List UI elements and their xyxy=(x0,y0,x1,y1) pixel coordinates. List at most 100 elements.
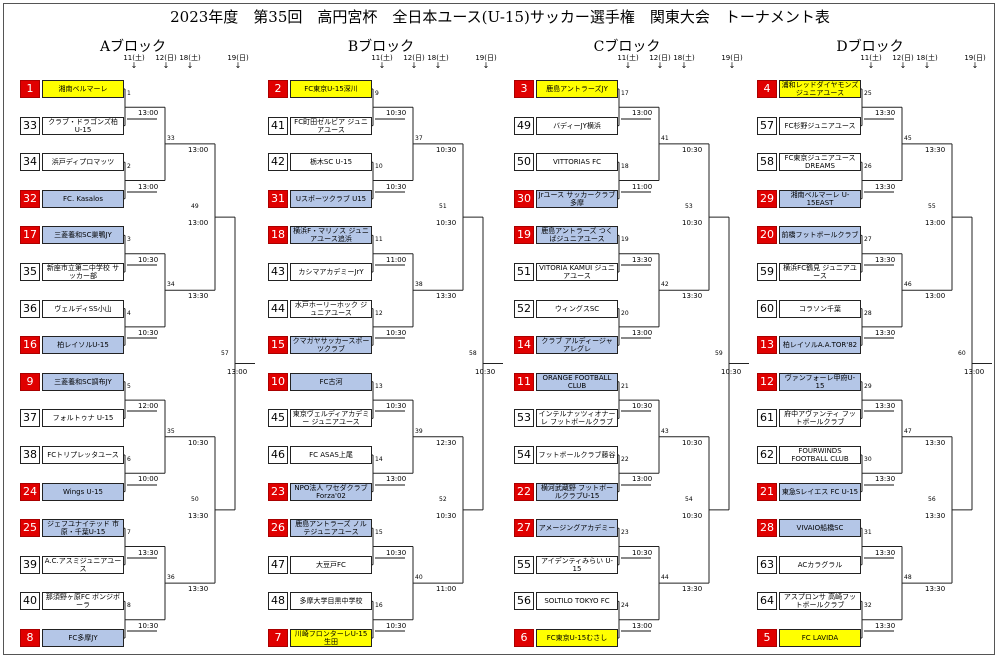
match-time: 13:00 xyxy=(632,109,653,118)
team-name: FC東京ジュニアユース DREAMS xyxy=(779,153,861,172)
team-name: 柏レイソルA.A.TOR'82 xyxy=(779,336,861,355)
team-name: 府中アヴァンティ フットボールクラブ xyxy=(779,409,861,428)
seed-number: 8 xyxy=(20,629,40,647)
seed-number: 51 xyxy=(514,263,534,281)
match-number: 10 xyxy=(375,163,383,171)
seed-number: 24 xyxy=(20,482,40,501)
team-name: 湘南ベルマーレ U-15EAST xyxy=(779,189,861,208)
match-time: 10:30 xyxy=(436,511,457,520)
match-number: 14 xyxy=(375,456,383,463)
match-number: 2 xyxy=(127,163,131,171)
venue-marker xyxy=(375,556,405,559)
match-number: 46 xyxy=(904,281,912,289)
match-number: 16 xyxy=(375,602,383,610)
team-name: 横浜F・マリノス ジュニアユース追浜 xyxy=(290,226,372,245)
seed-number: 54 xyxy=(514,446,534,464)
venue-marker xyxy=(621,337,651,340)
round-date-label: 11(土) xyxy=(860,54,882,62)
match-time: 10:30 xyxy=(386,621,407,630)
match-time: 10:30 xyxy=(386,109,407,118)
seed-number: 21 xyxy=(757,482,777,501)
seed-number: 9 xyxy=(20,372,40,391)
team-name: インテルナッツィオナーレ フットボールクラブ xyxy=(536,409,618,428)
seed-number: 58 xyxy=(757,153,777,172)
down-arrow-icon: ↓ xyxy=(728,61,736,70)
seed-number: 22 xyxy=(514,482,534,501)
team-name: フットボールクラブ藤谷 xyxy=(536,446,618,464)
team-name: クマガヤサッカースポーツクラブ xyxy=(290,336,372,355)
match-time: 10:30 xyxy=(436,219,457,228)
match-number: 12 xyxy=(375,309,383,317)
round-date-label: 19(日) xyxy=(227,54,249,62)
team-name: 東京ヴェルディアカデミー ジュニアユース xyxy=(290,409,372,428)
match-time: 10:30 xyxy=(386,328,407,337)
match-time: 13:30 xyxy=(925,511,946,520)
seed-number: 57 xyxy=(757,116,777,135)
down-arrow-icon: ↓ xyxy=(482,61,490,70)
match-time: 13:30 xyxy=(875,328,896,337)
match-number: 15 xyxy=(375,529,383,537)
team-name: 横浜FC鶴見 ジュニアユース xyxy=(779,263,861,281)
seed-number: 37 xyxy=(20,409,40,428)
match-time: 13:30 xyxy=(875,475,896,484)
match-number: 6 xyxy=(127,456,131,463)
page-frame xyxy=(3,3,995,655)
team-name: アイデンティみらい U-15 xyxy=(536,555,618,574)
match-time: 10:30 xyxy=(682,438,703,447)
venue-marker xyxy=(621,117,651,120)
seed-number: 1 xyxy=(20,80,40,98)
match-time: 10:30 xyxy=(682,219,703,228)
venue-marker xyxy=(375,264,405,266)
venue-marker xyxy=(621,264,651,266)
match-number: 23 xyxy=(621,529,629,537)
match-number: 27 xyxy=(864,236,872,244)
match-time: 13:00 xyxy=(925,219,946,228)
team-name: VIVAIO船橋SC xyxy=(779,519,861,538)
down-arrow-icon: ↓ xyxy=(130,61,138,70)
match-number: 26 xyxy=(864,163,872,171)
block-title: Cブロック xyxy=(593,39,661,55)
match-number: 19 xyxy=(621,236,629,244)
match-time: 10:30 xyxy=(138,255,159,264)
seed-number: 36 xyxy=(20,299,40,318)
match-number: 11 xyxy=(375,236,383,244)
match-number: 41 xyxy=(661,134,669,142)
match-time: 13:30 xyxy=(875,182,896,191)
team-name: 鹿島アントラーズ つくばジュニアユース xyxy=(536,226,618,245)
seed-number: 18 xyxy=(268,226,288,245)
venue-marker xyxy=(375,630,405,632)
page-title: 2023年度 第35回 高円宮杯 全日本ユース(U-15)サッカー選手権 関東大… xyxy=(170,8,830,26)
seed-number: 7 xyxy=(268,629,288,647)
team-name: 浦和レッドダイヤモンズ ジュニアユース xyxy=(779,80,861,98)
match-number: 21 xyxy=(621,382,629,390)
venue-marker xyxy=(127,117,157,120)
team-name: アスプロンサ 高崎フットボールクラブ xyxy=(779,592,861,611)
match-number: 39 xyxy=(415,427,423,435)
match-number: 3 xyxy=(127,236,131,244)
match-time: 13:00 xyxy=(964,367,985,376)
team-name: 浜戸ディプロマッツ xyxy=(42,153,124,172)
match-number: 40 xyxy=(415,574,423,582)
match-number: 60 xyxy=(958,349,966,357)
team-name: アメージングアカデミー xyxy=(536,519,618,538)
seed-number: 62 xyxy=(757,446,777,464)
team-name: FC古河 xyxy=(290,372,372,391)
match-time: 13:30 xyxy=(875,621,896,630)
match-number: 31 xyxy=(864,529,872,537)
round-date-label: 12(日) xyxy=(649,54,671,62)
match-number: 9 xyxy=(375,90,379,97)
team-name: ジェフユナイテッド 市原・千葉U-15 xyxy=(42,519,124,538)
match-number: 49 xyxy=(191,203,199,211)
match-time: 13:30 xyxy=(682,585,703,594)
match-time: 10:30 xyxy=(138,621,159,630)
venue-marker xyxy=(127,483,157,486)
match-time: 13:30 xyxy=(925,585,946,594)
match-number: 51 xyxy=(439,203,447,211)
team-name: バディーJY横浜 xyxy=(536,116,618,135)
match-number: 58 xyxy=(469,349,477,357)
seed-number: 5 xyxy=(757,629,777,647)
team-name: 柏レイソルU-15 xyxy=(42,336,124,355)
match-time: 13:30 xyxy=(875,109,896,118)
match-number: 20 xyxy=(621,309,629,317)
match-time: 11:00 xyxy=(632,182,653,191)
